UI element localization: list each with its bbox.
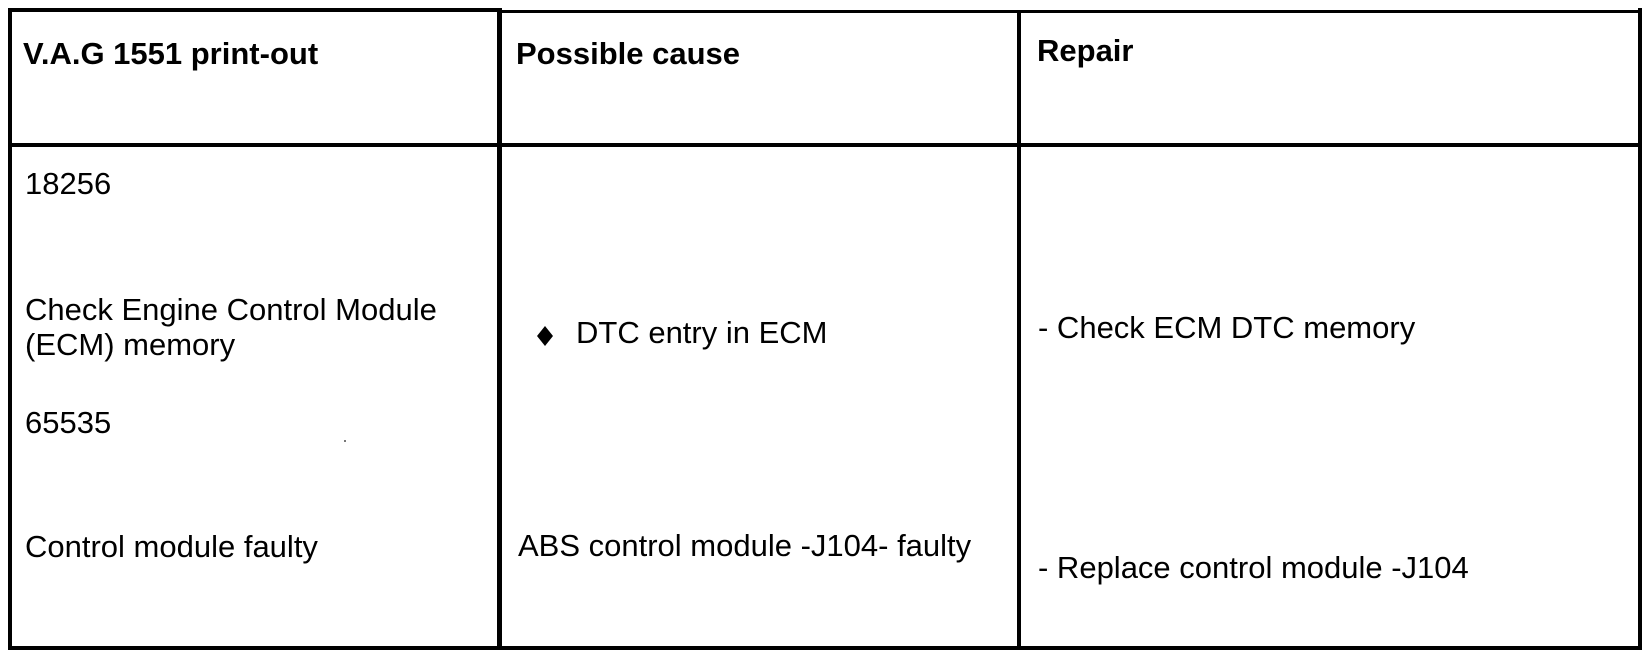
dtc-description-2: Control module faulty [25,529,318,564]
possible-cause-2: ABS control module -J104- faulty [518,528,972,563]
possible-cause-1: DTC entry in ECM [576,315,828,350]
table-frame [8,8,1642,650]
header-divider [8,143,1642,147]
diamond-bullet-icon [534,318,556,353]
dtc-code-1: 18256 [25,166,112,201]
table-top-border [8,8,500,12]
column-divider-2 [1017,10,1021,650]
dtc-code-2: 65535 [25,405,112,440]
repair-2: - Replace control module -J104 [1038,550,1469,585]
header-printout: V.A.G 1551 print-out [23,36,319,71]
column-divider-1 [497,8,502,650]
dtc-description-1: Check Engine Control Module (ECM) memory [25,292,437,362]
header-repair: Repair [1037,33,1134,68]
header-possible-cause: Possible cause [516,36,741,71]
table-top-border-right [500,10,1642,13]
repair-1: - Check ECM DTC memory [1038,310,1416,345]
scan-speck [344,440,346,442]
